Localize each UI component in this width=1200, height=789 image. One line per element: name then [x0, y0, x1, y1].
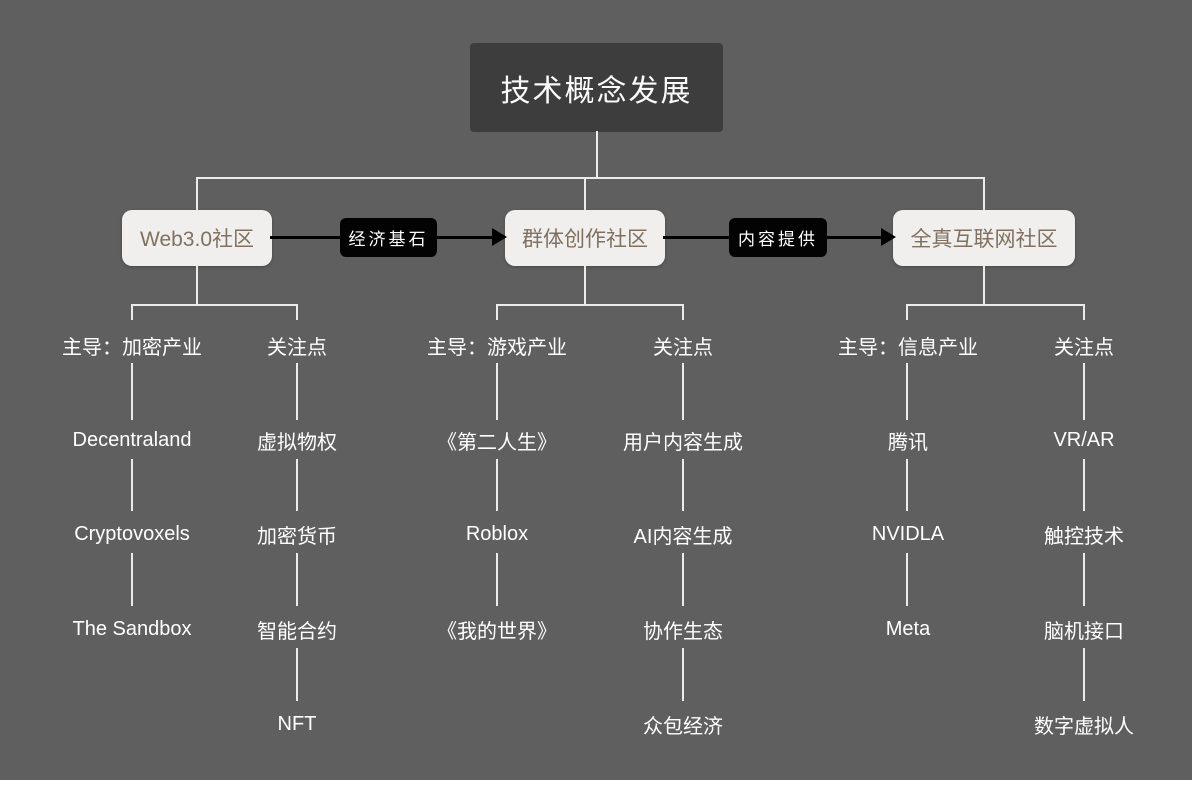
- connector-drop-fullreal: [983, 178, 985, 211]
- edge-label-content-provision: 内容提供: [729, 218, 827, 257]
- connector-stem: [983, 266, 985, 305]
- leaf-item: 协作生态: [643, 620, 723, 643]
- connector-root-stem: [596, 131, 598, 178]
- connector-tick: [1083, 363, 1085, 420]
- connector-tick: [131, 363, 133, 420]
- leaf-item: 《我的世界》: [437, 620, 557, 643]
- node-label: Web3.0社区: [140, 228, 254, 251]
- connector-stem: [584, 266, 586, 305]
- connector-tick: [906, 459, 908, 511]
- connector-drop: [131, 305, 133, 320]
- node-label: 全真互联网社区: [910, 228, 1058, 251]
- leaf-item: 腾讯: [888, 431, 928, 454]
- column-header-group-lead: 主导：游戏产业: [427, 336, 567, 359]
- node-full-real-internet-community: 全真互联网社区: [893, 210, 1075, 266]
- node-group-creation-community: 群体创作社区: [505, 210, 665, 266]
- arrowhead-icon: [881, 228, 896, 246]
- node-label: 群体创作社区: [522, 228, 648, 251]
- connector-root-bar: [196, 177, 985, 179]
- leaf-item: The Sandbox: [72, 617, 192, 640]
- root-title-label: 技术概念发展: [500, 74, 693, 108]
- connector-tick: [1083, 553, 1085, 606]
- root-title-node: 技术概念发展: [470, 43, 723, 132]
- leaf-item: 触控技术: [1044, 525, 1124, 548]
- leaf-item: 脑机接口: [1044, 620, 1124, 643]
- connector-drop: [906, 305, 908, 320]
- connector-stem: [196, 266, 198, 305]
- connector-tick: [682, 648, 684, 701]
- connector-tick: [131, 553, 133, 606]
- leaf-item: 数字虚拟人: [1034, 715, 1134, 738]
- connector-tick: [496, 363, 498, 420]
- column-header-group-focus: 关注点: [653, 336, 713, 359]
- leaf-item: VR/AR: [1053, 428, 1115, 451]
- connector-tick: [296, 363, 298, 420]
- leaf-item: 虚拟物权: [257, 431, 337, 454]
- column-header-fullreal-lead: 主导：信息产业: [838, 336, 978, 359]
- leaf-item: Meta: [885, 617, 931, 640]
- connector-drop: [1083, 305, 1085, 320]
- connector-bar: [131, 304, 298, 306]
- connector-tick: [1083, 459, 1085, 511]
- leaf-item: NFT: [277, 712, 317, 735]
- connector-tick: [1083, 648, 1085, 701]
- column-header-web3-focus: 关注点: [267, 336, 327, 359]
- connector-drop: [496, 305, 498, 320]
- connector-tick: [296, 459, 298, 511]
- connector-tick: [496, 553, 498, 606]
- edge-label-text: 经济基石: [348, 230, 429, 249]
- leaf-item: 众包经济: [643, 715, 723, 738]
- arrowhead-icon: [492, 228, 507, 246]
- leaf-item: 智能合约: [257, 620, 337, 643]
- connector-bar: [906, 304, 1085, 306]
- connector-tick: [296, 648, 298, 701]
- connector-tick: [906, 363, 908, 420]
- leaf-item: NVIDLA: [871, 522, 945, 545]
- leaf-item: 用户内容生成: [623, 431, 743, 454]
- leaf-item: AI内容生成: [633, 525, 733, 548]
- connector-drop-web3: [196, 178, 198, 211]
- connector-tick: [682, 363, 684, 420]
- leaf-item: Roblox: [465, 522, 529, 545]
- connector-tick: [682, 553, 684, 606]
- node-web3-community: Web3.0社区: [122, 210, 272, 266]
- connector-tick: [496, 459, 498, 511]
- edge-label-text: 内容提供: [738, 230, 818, 249]
- connector-tick: [906, 553, 908, 606]
- edge-label-economic-foundation: 经济基石: [340, 218, 437, 257]
- connector-tick: [131, 459, 133, 511]
- connector-bar: [496, 304, 684, 306]
- leaf-item: Cryptovoxels: [74, 522, 190, 545]
- leaf-item: 《第二人生》: [437, 431, 557, 454]
- connector-tick: [682, 459, 684, 511]
- connector-drop: [682, 305, 684, 320]
- column-header-fullreal-focus: 关注点: [1054, 336, 1114, 359]
- connector-drop: [296, 305, 298, 320]
- connector-tick: [296, 553, 298, 606]
- connector-drop-group: [584, 178, 586, 211]
- column-header-web3-lead: 主导：加密产业: [62, 336, 202, 359]
- leaf-item: Decentraland: [72, 428, 192, 451]
- leaf-item: 加密货币: [257, 525, 337, 548]
